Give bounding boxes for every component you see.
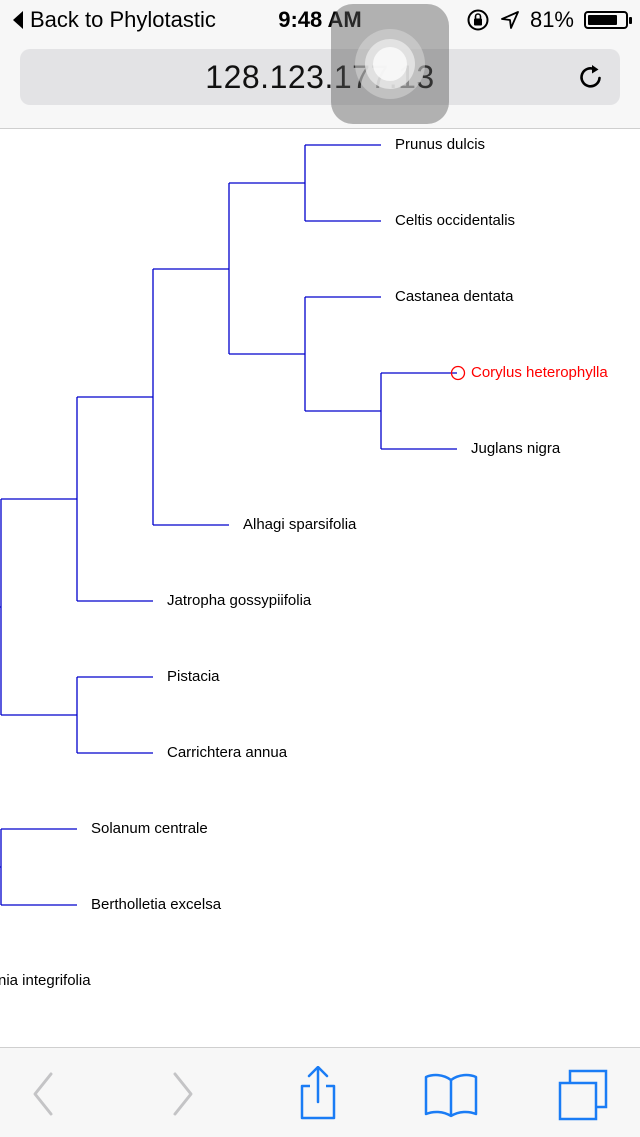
battery-percent: 81%	[529, 7, 574, 32]
share-icon[interactable]	[290, 1066, 346, 1122]
tree-branches	[0, 144, 466, 906]
browser-toolbar	[0, 1047, 640, 1137]
battery-icon	[584, 11, 632, 29]
taxon-label[interactable]: Solanum centrale	[91, 820, 208, 837]
taxon-label[interactable]: Bertholletia excelsa	[91, 896, 222, 913]
orientation-lock-icon	[467, 9, 489, 31]
taxon-label[interactable]: Castanea dentata	[395, 288, 514, 305]
url-text[interactable]: 128.123.177.13	[205, 58, 435, 95]
assistive-touch-button[interactable]	[331, 4, 449, 124]
taxon-label[interactable]: Prunus dulcis	[395, 136, 486, 153]
taxon-label[interactable]: Juglans nigra	[471, 440, 561, 457]
highlight-circle-icon	[450, 365, 466, 381]
bookmarks-icon[interactable]	[423, 1066, 479, 1122]
taxon-label[interactable]: nia integrifolia	[0, 972, 91, 989]
clock: 9:48 AM	[278, 7, 362, 32]
address-bar-area: 128.123.177.13	[0, 40, 640, 129]
taxon-label[interactable]: Alhagi sparsifolia	[243, 516, 357, 533]
status-bar: Back to Phylotastic 9:48 AM 81%	[0, 0, 640, 40]
address-bar[interactable]: 128.123.177.13	[20, 49, 620, 105]
taxon-label[interactable]: Celtis occidentalis	[395, 212, 516, 229]
back-arrow-icon	[13, 11, 23, 29]
taxon-label[interactable]: Pistacia	[167, 668, 220, 685]
location-arrow-icon	[501, 11, 519, 29]
tabs-icon[interactable]	[555, 1066, 611, 1122]
back-to-app-link[interactable]: Back to Phylotastic	[12, 6, 216, 34]
taxon-label[interactable]: Corylus heterophylla	[471, 364, 608, 381]
taxon-label[interactable]: Carrichtera annua	[167, 744, 288, 761]
back-icon[interactable]	[15, 1066, 71, 1122]
battery-fill	[588, 15, 617, 25]
assistive-touch-ring	[373, 47, 407, 81]
back-to-app-label: Back to Phylotastic	[30, 7, 216, 32]
taxon-label[interactable]: Jatropha gossypiifolia	[167, 592, 312, 609]
forward-icon[interactable]	[155, 1066, 211, 1122]
reload-icon[interactable]	[576, 62, 606, 92]
